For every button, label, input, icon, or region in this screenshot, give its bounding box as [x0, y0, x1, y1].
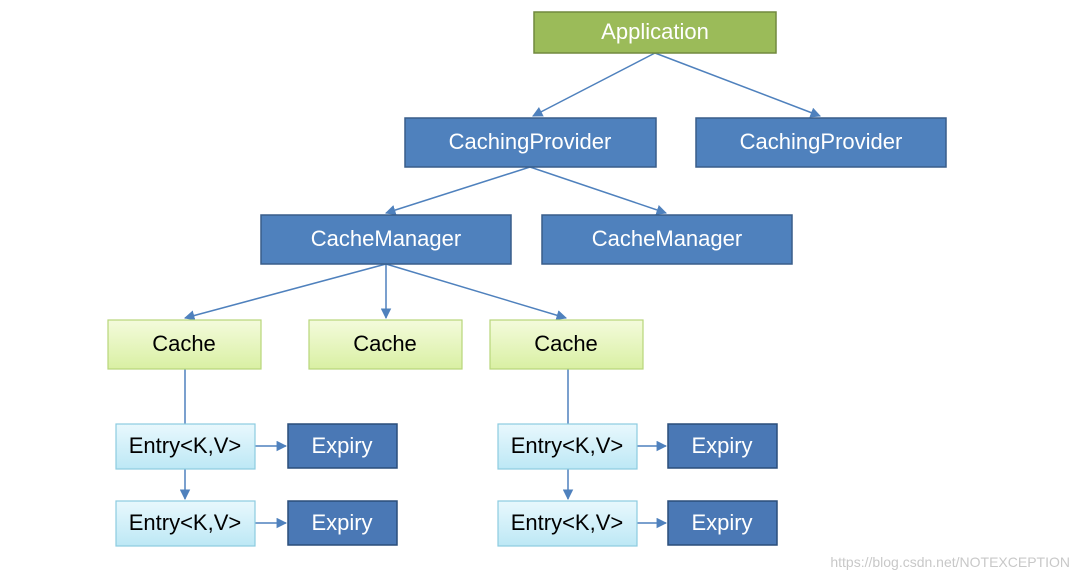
cache-manager-node-1: CacheManager: [260, 214, 512, 265]
entry-label: Entry<K,V>: [511, 510, 624, 535]
expiry-label: Expiry: [691, 433, 752, 458]
edge-application-to-provider-2: [654, 52, 821, 118]
cache-node-3: Cache: [489, 319, 644, 370]
entry-node-2: Entry<K,V>: [115, 500, 256, 547]
expiry-node-4: Expiry: [667, 500, 778, 546]
cache-label: Cache: [534, 331, 598, 356]
application-label: Application: [601, 19, 709, 44]
caching-provider-label: CachingProvider: [449, 129, 612, 154]
cache-label: Cache: [353, 331, 417, 356]
edge-provider-to-manager-1: [384, 166, 531, 216]
entry-label: Entry<K,V>: [511, 433, 624, 458]
cache-manager-label: CacheManager: [592, 226, 742, 251]
edge-application-to-provider-1: [532, 52, 656, 117]
expiry-node-3: Expiry: [667, 423, 778, 469]
expiry-node-2: Expiry: [287, 500, 398, 546]
caching-provider-node-1: CachingProvider: [404, 117, 657, 168]
cache-node-1: Cache: [107, 319, 262, 370]
entry-node-1: Entry<K,V>: [115, 423, 256, 470]
entry-node-4: Entry<K,V>: [497, 500, 638, 547]
connectors: [179, 52, 821, 529]
cache-manager-node-2: CacheManager: [541, 214, 793, 265]
entry-node-3: Entry<K,V>: [497, 423, 638, 470]
cache-label: Cache: [152, 331, 216, 356]
caching-provider-node-2: CachingProvider: [695, 117, 947, 168]
expiry-node-1: Expiry: [287, 423, 398, 469]
entry-label: Entry<K,V>: [129, 510, 242, 535]
edge-provider-to-manager-2: [529, 166, 667, 215]
cache-manager-label: CacheManager: [311, 226, 461, 251]
cache-node-2: Cache: [308, 319, 463, 370]
edge-manager-to-cache-1: [183, 263, 387, 321]
expiry-label: Expiry: [311, 510, 372, 535]
expiry-label: Expiry: [311, 433, 372, 458]
caching-provider-label: CachingProvider: [740, 129, 903, 154]
watermark: https://blog.csdn.net/NOTEXCEPTION: [830, 554, 1070, 570]
entry-label: Entry<K,V>: [129, 433, 242, 458]
edge-manager-to-cache-3: [385, 263, 568, 321]
application-node: Application: [533, 11, 777, 54]
expiry-label: Expiry: [691, 510, 752, 535]
